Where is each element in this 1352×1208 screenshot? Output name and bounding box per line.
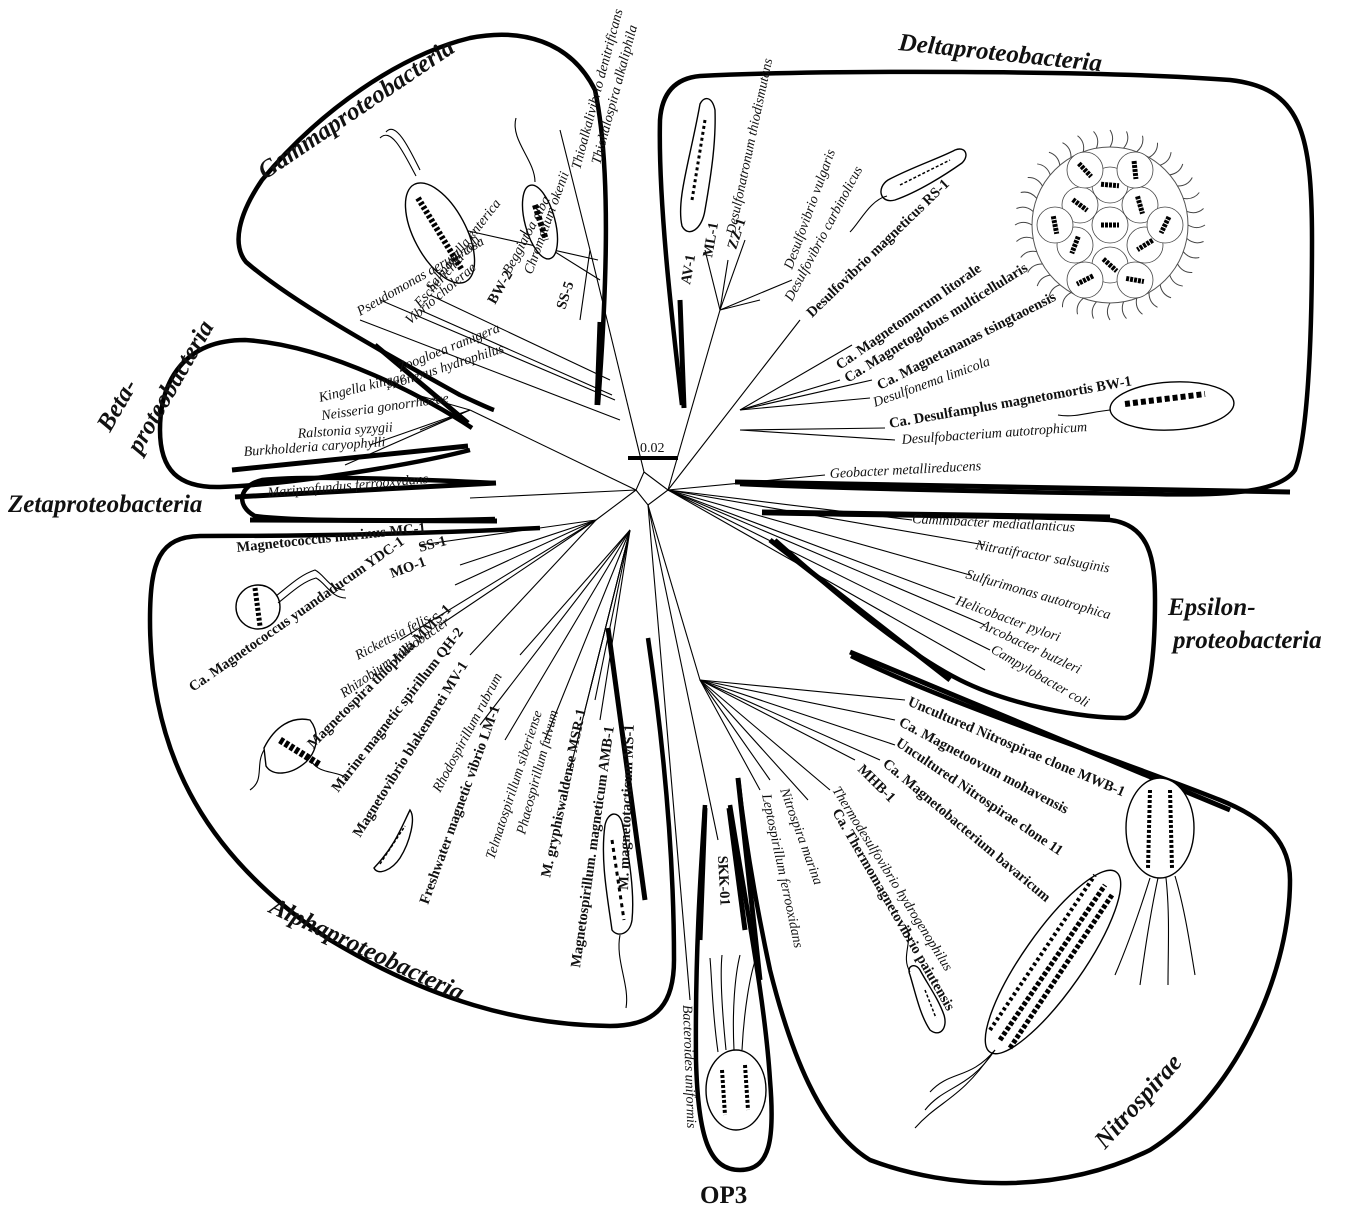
consortium-flagellum [1094,131,1098,148]
group-label-gammaproteobacteria: Gammaproteobacteria [253,34,459,185]
leaf-label-a16: M. magnetotacticum MS-1 [616,724,638,890]
leaf-label-n7: Ca. Thermomagnetovibrio paiutensis [829,806,958,1014]
consortium-flagellum [1183,252,1199,258]
consortium-flagellum [1187,239,1204,243]
consortium-flagellum [1183,193,1199,199]
leaf-label-d2: ML-1 [700,221,722,259]
leaf-label-g3: SS-5 [554,279,578,311]
consortium-flagellum [1037,275,1050,286]
group-label-epsilon-line1: Epsilon- [1167,594,1256,621]
delta-cell-av1-icon [681,99,716,232]
group-label-alphaproteobacteria: Alphaproteobacteria [264,892,469,1007]
consortium-flagellum [1092,302,1096,319]
consortium-flagellum [1021,251,1037,257]
consortium-flagellum [1178,264,1193,273]
consortium-flagellum [1037,164,1050,175]
leaf-label-a3: MO-1 [388,554,428,582]
consortium-flagellum [1122,302,1126,319]
consortium-flagellum [1149,143,1158,158]
consortium-flagellum [1136,298,1142,314]
consortium-flagellum [1170,275,1183,286]
scale-bar-label: 0.02 [640,441,665,456]
consortium-flagellum [1149,293,1158,308]
delta-multicellular-consortium-icon [1015,130,1205,320]
consortium-flagellum [1188,225,1205,228]
group-label-nitrospirae: Nitrospirae [1089,1049,1188,1155]
leaf-label-o2: Bacteroides uniformis [679,1005,698,1130]
consortium-flagellum [1137,136,1143,152]
nitrospirae-cell-mwb1-icon [1115,778,1195,985]
group-label-zetaproteobacteria: Zetaproteobacteria [7,491,202,518]
leaf-label-d1: AV-1 [678,253,699,285]
consortium-flagellum [1178,178,1193,187]
leaf-label-o1: SKK-01 [714,855,733,906]
consortium-flagellum [1124,131,1128,148]
consortium-flagellum [1187,209,1204,213]
consortium-flagellum [1015,222,1032,225]
leaf-label-d4: Desulfonatronum thiodismutans [724,57,776,237]
scale-bar: 0.02 [628,441,678,458]
consortium-flagellum [1062,293,1071,308]
consortium-flagellum [1107,303,1110,320]
consortium-flagellum [1110,130,1113,147]
consortium-flagellum [1016,207,1033,211]
consortium-flagellum [1049,152,1060,165]
leaf-label-g6: BW-2 [485,268,517,307]
consortium-flagellum [1028,177,1043,186]
consortium-flagellum [1077,298,1083,314]
consortium-flagellum [1170,164,1183,175]
leaf-label-e2: Nitratifractor salsuginis [973,538,1111,577]
nitrospirae-outline [738,656,1290,1183]
consortium-flagellum [1028,264,1043,273]
leaf-label-d14: Geobacter metallireducens [829,459,982,482]
consortium-flagellum [1063,143,1072,158]
consortium-flagellum [1160,285,1171,298]
consortium-flagellum [1160,152,1171,165]
group-label-epsilon-line2: proteobacteria [1171,627,1322,654]
alpha-cell-mv1-icon [374,810,412,872]
consortium-flagellum [1021,192,1037,198]
consortium-flagellum [1078,136,1084,152]
group-label-op3: OP3 [700,1182,747,1208]
consortium-flagellum [1016,237,1033,241]
